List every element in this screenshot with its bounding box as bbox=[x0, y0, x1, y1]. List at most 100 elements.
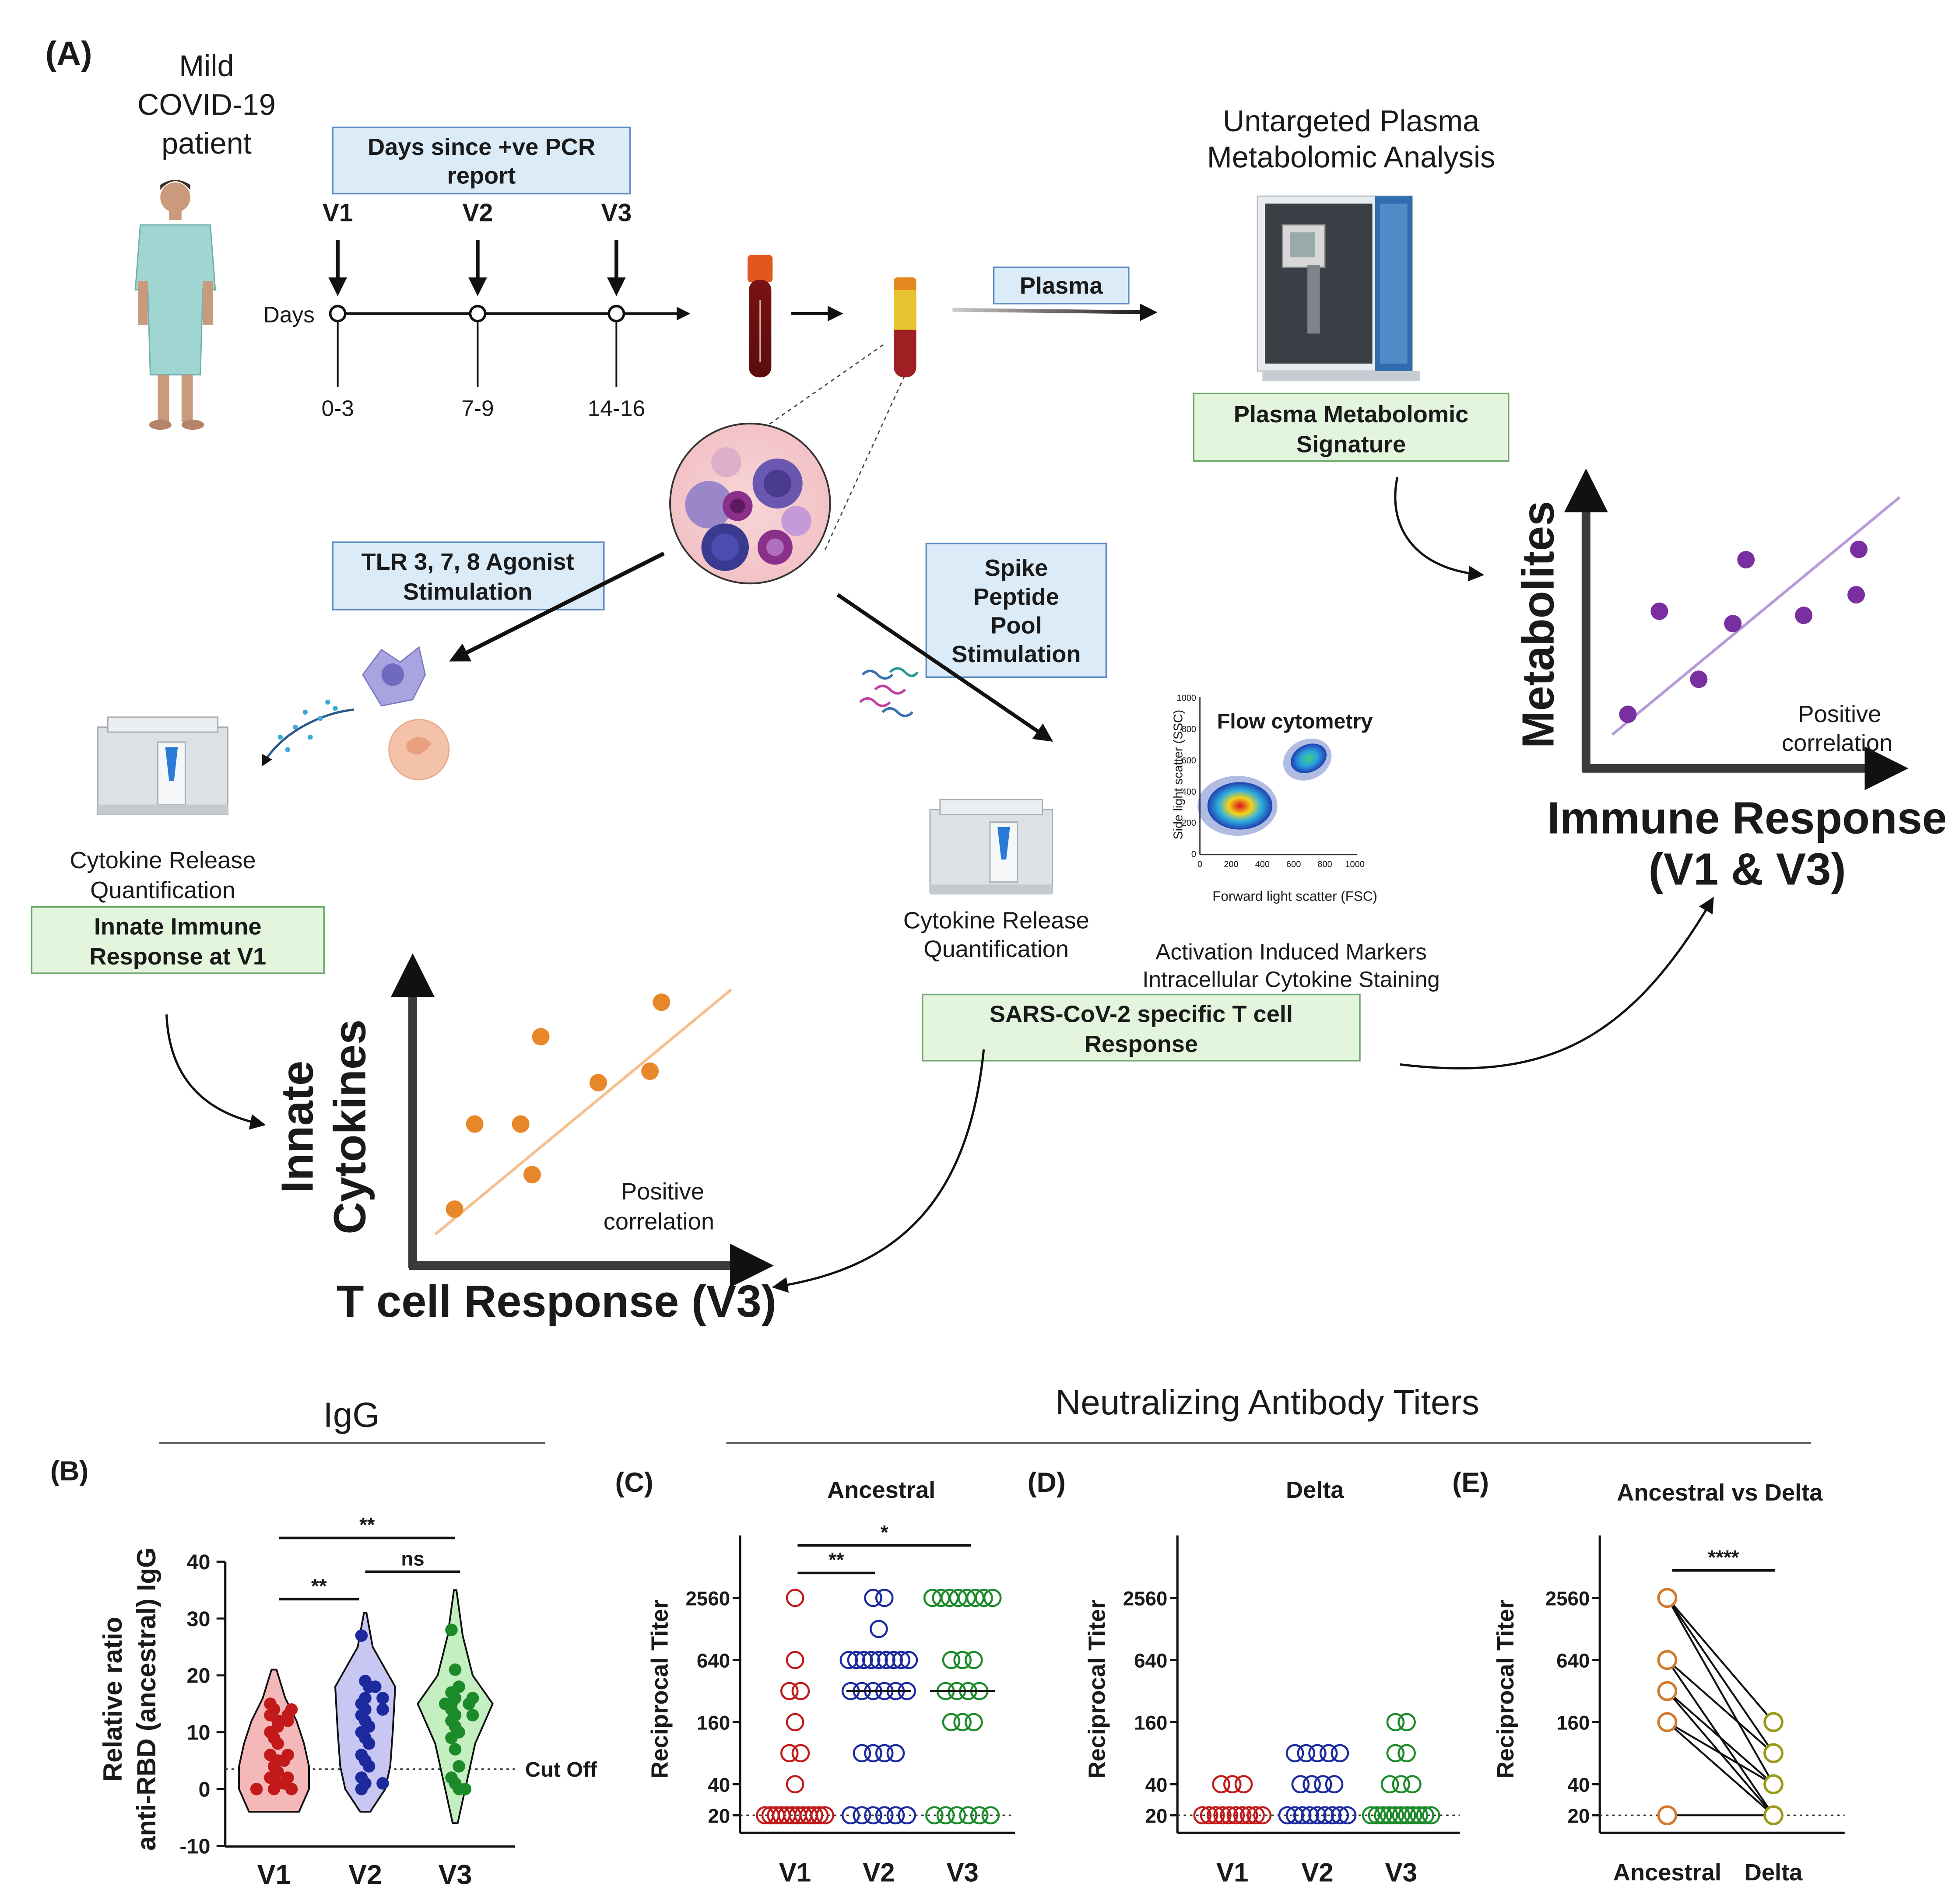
x-tick-label: V2 bbox=[348, 1859, 382, 1890]
violin-point-v2 bbox=[376, 1777, 389, 1790]
y-tick-label: 2560 bbox=[686, 1588, 730, 1610]
titer-point-v3 bbox=[1380, 1806, 1398, 1825]
y-tick-label: 160 bbox=[697, 1712, 730, 1734]
cytokine-analyzer-right-icon bbox=[929, 799, 1053, 895]
y-tick-label: 20 bbox=[186, 1664, 210, 1688]
violin-point-v2 bbox=[355, 1629, 368, 1642]
days-box-line-2: report bbox=[447, 163, 516, 189]
flow-title: Flow cytometry bbox=[1217, 709, 1373, 733]
titer-point-v1 bbox=[780, 1682, 799, 1701]
pair-line bbox=[1666, 1690, 1774, 1785]
titer-point-v1 bbox=[1200, 1806, 1218, 1825]
y-tick-label: 640 bbox=[1134, 1650, 1167, 1672]
y-tick-label: 160 bbox=[1556, 1712, 1590, 1734]
titer-point-v1 bbox=[1220, 1806, 1239, 1825]
titer-point-v1 bbox=[1240, 1806, 1258, 1825]
titer-point-v2 bbox=[886, 1744, 905, 1763]
titer-point-v1 bbox=[1233, 1806, 1252, 1825]
panel-d-label: (D) bbox=[1028, 1467, 1066, 1498]
titer-point-v3 bbox=[1368, 1806, 1387, 1825]
x-tick-label: V2 bbox=[863, 1858, 895, 1887]
titer-point-v2 bbox=[1303, 1775, 1321, 1794]
metabolites-note-2: correlation bbox=[1782, 730, 1892, 756]
x-tick-label: V3 bbox=[1385, 1858, 1417, 1887]
titer-point-v2 bbox=[864, 1806, 882, 1825]
pbmc-cells-icon bbox=[669, 343, 906, 585]
significance-label: ** bbox=[311, 1575, 327, 1597]
titer-point-v3 bbox=[1362, 1806, 1380, 1825]
violin-point-v3 bbox=[453, 1760, 465, 1773]
violin-point-v1 bbox=[271, 1720, 284, 1733]
correlation-point bbox=[1795, 607, 1813, 624]
titer-point-v1 bbox=[1246, 1806, 1265, 1825]
metabolites-trend-line bbox=[1611, 496, 1901, 736]
days-since-pcr-box bbox=[332, 126, 631, 195]
titer-point-v3 bbox=[1386, 1713, 1405, 1732]
y-tick-label: 10 bbox=[186, 1721, 210, 1745]
cutoff-label: Cut Off bbox=[525, 1758, 597, 1781]
cytokine-right-line-2: Quantification bbox=[923, 936, 1069, 962]
spike-box-line-3: Pool bbox=[990, 612, 1042, 638]
innate-note-2: correlation bbox=[604, 1208, 714, 1234]
visit-v1-label: V1 bbox=[323, 199, 353, 227]
x-tick-label: V1 bbox=[779, 1858, 811, 1887]
titer-point-v2 bbox=[886, 1806, 905, 1825]
flow-xlabel: Forward light scatter (FSC) bbox=[1212, 888, 1377, 904]
visit-v3-label: V3 bbox=[601, 199, 632, 227]
violin-point-v1 bbox=[277, 1754, 291, 1767]
violin-point-v1 bbox=[271, 1737, 284, 1750]
titer-point-v1 bbox=[791, 1744, 810, 1763]
nab-section-header: Neutralizing Antibody Titers bbox=[1056, 1383, 1479, 1422]
flow-ytick: 600 bbox=[1182, 756, 1196, 765]
panel-d-ylabel: Reciprocal Titer bbox=[1084, 1599, 1110, 1778]
flow-xtick: 400 bbox=[1255, 859, 1270, 869]
titer-point-v2 bbox=[1331, 1744, 1349, 1763]
ancestral-point bbox=[1657, 1650, 1678, 1670]
titer-point-v2 bbox=[870, 1651, 888, 1669]
titer-point-v2 bbox=[864, 1588, 882, 1607]
titer-point-v1 bbox=[1226, 1806, 1245, 1825]
titer-point-v3 bbox=[1386, 1806, 1404, 1825]
titer-point-v2 bbox=[877, 1651, 895, 1669]
titer-point-v3 bbox=[983, 1588, 1002, 1607]
y-tick-label: 640 bbox=[1556, 1650, 1590, 1672]
plasma-label: Plasma bbox=[1020, 273, 1103, 299]
peptide-pool-icon bbox=[859, 667, 919, 717]
violin-point-v1 bbox=[250, 1783, 263, 1795]
flow-ylabel: Side light scatter (SSC) bbox=[1172, 710, 1186, 840]
panel-b-igg-violin: (B) Relative ratio anti-RBD (ancestral) … bbox=[50, 1456, 597, 1890]
pair-line bbox=[1667, 1721, 1774, 1785]
tcell-response-box bbox=[922, 993, 1361, 1062]
titer-point-v1 bbox=[786, 1651, 804, 1669]
ancestral-point bbox=[1657, 1712, 1678, 1732]
titer-point-v2 bbox=[853, 1744, 871, 1763]
y-tick-label: 20 bbox=[1145, 1805, 1168, 1827]
titer-point-v3 bbox=[942, 1651, 961, 1669]
innate-box-line-1: Innate Immune bbox=[94, 914, 262, 940]
titer-point-v2 bbox=[1338, 1806, 1357, 1825]
metabolites-xlabel-1: Immune Response bbox=[1547, 792, 1945, 843]
panel-d-delta: (D) Delta Reciprocal Titer 2560640160402… bbox=[1028, 1467, 1460, 1887]
y-tick-label: 20 bbox=[708, 1805, 730, 1827]
titer-point-v1 bbox=[1234, 1775, 1253, 1794]
titer-point-v2 bbox=[885, 1651, 903, 1669]
titer-point-v1 bbox=[1212, 1775, 1230, 1794]
titer-point-v3 bbox=[953, 1713, 972, 1732]
titer-point-v2 bbox=[870, 1620, 888, 1638]
titer-point-v2 bbox=[899, 1651, 918, 1669]
correlation-point bbox=[589, 1074, 607, 1092]
titer-point-v3 bbox=[965, 1651, 983, 1669]
titer-point-v2 bbox=[853, 1806, 871, 1825]
titer-point-v3 bbox=[1380, 1775, 1399, 1794]
correlation-point bbox=[523, 1166, 541, 1184]
titer-point-v2 bbox=[854, 1651, 873, 1669]
violin-point-v1 bbox=[281, 1715, 294, 1727]
pair-line bbox=[1666, 1597, 1774, 1754]
y-tick-label: 2560 bbox=[1545, 1588, 1590, 1610]
titer-point-v1 bbox=[1253, 1806, 1272, 1825]
pair-line bbox=[1666, 1597, 1774, 1723]
day-range-v2: 7-9 bbox=[461, 396, 494, 421]
days-axis-label: Days bbox=[263, 302, 315, 327]
correlation-point bbox=[512, 1115, 530, 1133]
